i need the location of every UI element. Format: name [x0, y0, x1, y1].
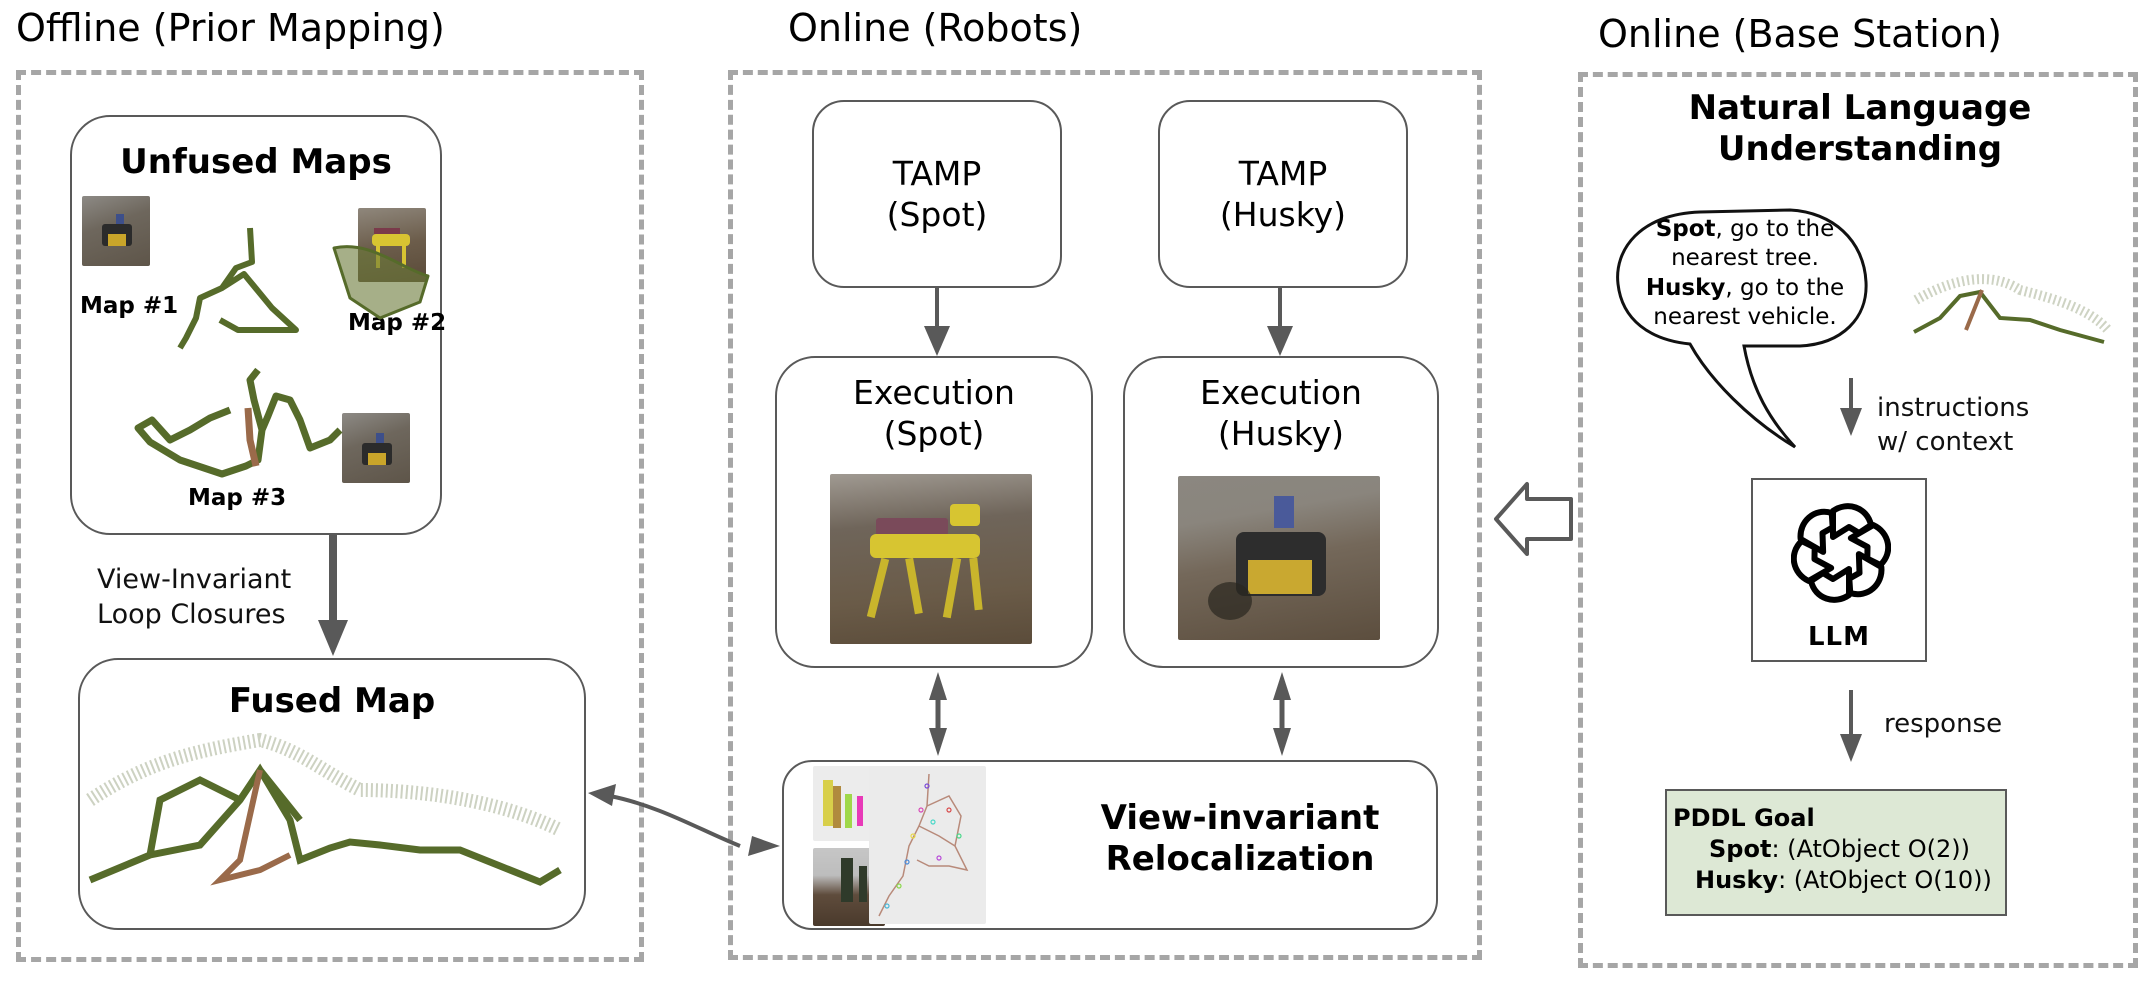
- base-section-title: Online (Base Station): [1598, 12, 2003, 56]
- llm-label: LLM: [1807, 622, 1870, 652]
- loop-closure-label-line1: View-Invariant: [97, 564, 292, 595]
- spot-robot-photo: [830, 474, 1032, 644]
- map-3-label: Map #3: [188, 485, 287, 511]
- base-to-robots-hollow-arrow: [1494, 482, 1573, 556]
- robots-panel: [728, 70, 1482, 960]
- relocalization-title: View-invariant Relocalization: [1060, 798, 1420, 880]
- pddl-goal-title: PDDL Goal: [1673, 804, 1815, 832]
- unfused-maps-title: Unfused Maps: [120, 142, 392, 182]
- pddl-row-robot: Husky: [1695, 866, 1779, 895]
- speech-robot-husky: Husky: [1645, 274, 1726, 301]
- relocalization-map-image: [869, 766, 986, 924]
- offline-panel: [16, 70, 644, 962]
- husky-photo-map1: [82, 196, 150, 266]
- pddl-goal-row: Husky: (AtObject O(10)): [1673, 865, 2005, 896]
- llm-node: LLM: [1751, 478, 1927, 662]
- husky-photo-map3: [342, 413, 410, 483]
- pddl-row-robot: Spot: [1709, 835, 1772, 864]
- map-2-label: Map #2: [348, 310, 447, 336]
- execution-spot-line1: Execution: [853, 373, 1015, 412]
- relocalization-trajectory: [878, 773, 969, 917]
- speech-line-4: nearest vehicle.: [1653, 304, 1837, 331]
- loop-closure-edge-label: View-Invariant Loop Closures: [97, 562, 291, 632]
- tamp-husky-line2: (Husky): [1219, 195, 1347, 234]
- nlu-title: Natural Language Understanding: [1640, 88, 2080, 170]
- execution-husky-line2: (Husky): [1217, 414, 1345, 454]
- instructions-label-line2: w/ context: [1877, 426, 2014, 457]
- tamp-spot-node: TAMP (Spot): [812, 100, 1062, 288]
- pddl-row-goal: : (AtObject O(10)): [1778, 866, 1992, 895]
- instructions-label-line1: instructions: [1877, 393, 2030, 423]
- execution-spot-line2: (Spot): [883, 414, 985, 454]
- speech-bubble-text: Spot, go to the nearest tree. Husky, go …: [1625, 215, 1865, 333]
- husky-robot-photo: [1178, 476, 1380, 640]
- instructions-edge-label: instructions w/ context: [1877, 392, 2029, 460]
- speech-line-3-rest: , go to the: [1725, 274, 1845, 301]
- loop-closure-label-line2: Loop Closures: [97, 599, 286, 631]
- spot-photo-map2: [358, 208, 426, 282]
- pddl-row-goal: : (AtObject O(2)): [1771, 835, 1970, 864]
- speech-line-3: Husky, go to the: [1625, 274, 1865, 303]
- relocalization-title-line1: View-invariant: [1100, 798, 1380, 838]
- pddl-goal-row: Spot: (AtObject O(2)): [1673, 834, 2005, 865]
- execution-husky-line1: Execution: [1200, 373, 1362, 412]
- robots-section-title: Online (Robots): [788, 6, 1083, 50]
- response-edge-label: response: [1884, 709, 2003, 739]
- pddl-goal-box: PDDL Goal Spot: (AtObject O(2)) Husky: (…: [1665, 789, 2007, 916]
- openai-logo-icon: [1791, 498, 1891, 608]
- map-1-label: Map #1: [80, 293, 179, 319]
- fused-map-node: Fused Map: [78, 658, 586, 930]
- tamp-husky-line1: TAMP: [1238, 153, 1328, 193]
- fused-map-title: Fused Map: [228, 681, 436, 721]
- base-station-panel: [1578, 72, 2138, 968]
- speech-line-2: nearest tree.: [1671, 245, 1819, 272]
- tamp-husky-node: TAMP (Husky): [1158, 100, 1408, 288]
- speech-robot-spot: Spot: [1655, 216, 1716, 242]
- nlu-title-line2: Understanding: [1717, 128, 2003, 169]
- speech-line-1: Spot, go to the: [1625, 215, 1865, 244]
- speech-line-1-rest: , go to the: [1715, 216, 1835, 242]
- nlu-title-line1: Natural Language: [1688, 88, 2032, 128]
- relocalization-title-line2: Relocalization: [1105, 838, 1375, 879]
- offline-section-title: Offline (Prior Mapping): [16, 6, 445, 50]
- tamp-spot-line2: (Spot): [886, 195, 988, 234]
- tamp-spot-line1: TAMP: [892, 153, 982, 193]
